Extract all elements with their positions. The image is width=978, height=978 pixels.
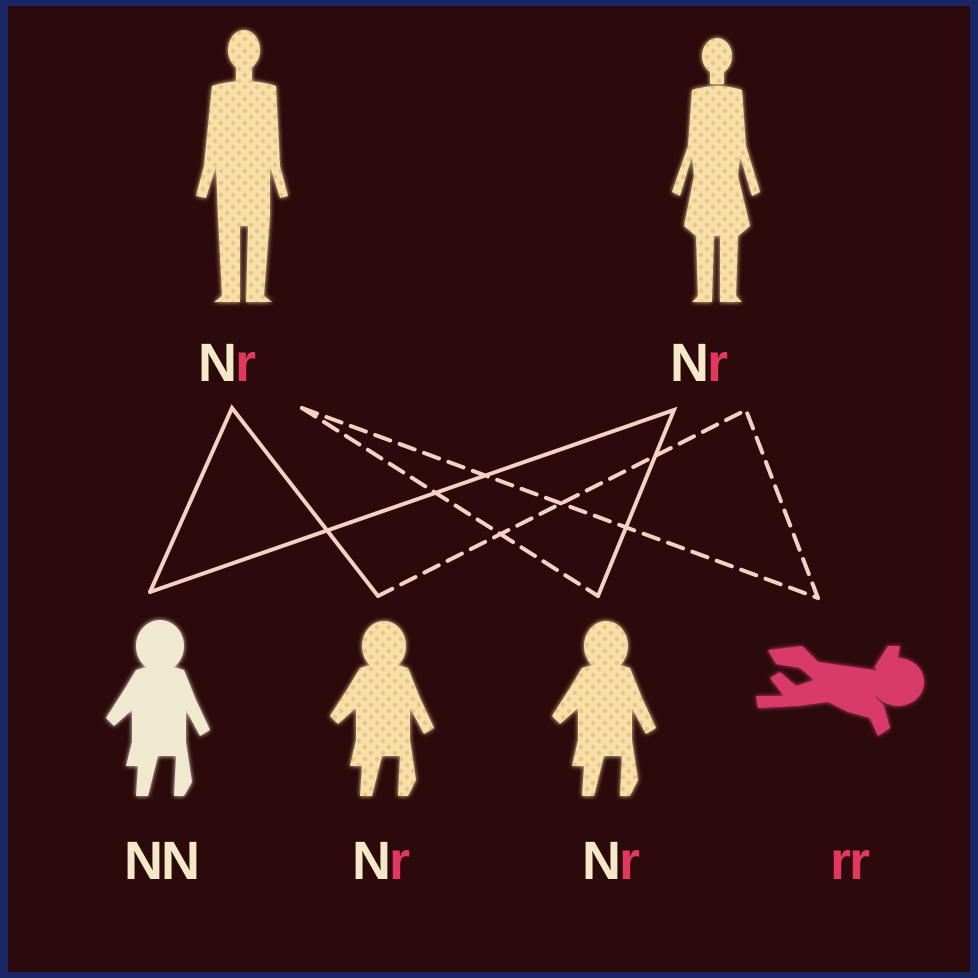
father-allele-1: N: [198, 333, 237, 393]
child-3-genotype-label: Nr: [582, 831, 640, 891]
child-3-allele-2: r: [619, 831, 640, 891]
inheritance-diagram: [106, 30, 924, 796]
mother-allele-1: N: [670, 333, 709, 393]
child-4-genotype-label: rr: [830, 831, 870, 891]
mother-allele-2: r: [707, 333, 728, 393]
child-2-genotype-label: Nr: [352, 831, 410, 891]
child-figure-icon-2: [330, 621, 434, 796]
affected-child-figure-icon: [756, 646, 924, 736]
dashed-line-1: [300, 406, 600, 598]
child-3-allele-1: N: [582, 831, 621, 891]
father-allele-2: r: [235, 333, 256, 393]
inheritance-lines: [148, 404, 820, 600]
father-genotype-label: Nr: [198, 333, 256, 393]
diagram-frame: Nr Nr NN Nr Nr rr: [8, 6, 970, 972]
child-2-allele-2: r: [389, 831, 410, 891]
child-figure-icon-1: [106, 620, 210, 796]
child-4-allele-1: r: [830, 831, 851, 891]
mother-figure-icon: [672, 38, 760, 302]
dashed-lines: [300, 406, 820, 600]
child-1-genotype-label: NN: [124, 831, 200, 891]
solid-line-1: [148, 404, 380, 598]
dashed-line-3: [376, 407, 820, 600]
solid-lines: [148, 404, 678, 598]
child-figure-icon-3: [552, 621, 656, 796]
dashed-line-2: [300, 406, 820, 600]
child-2-allele-1: N: [352, 831, 391, 891]
child-4-allele-2: r: [849, 831, 870, 891]
child-1-allele-2: N: [161, 831, 200, 891]
child-1-allele-1: N: [124, 831, 163, 891]
mother-genotype-label: Nr: [670, 333, 728, 393]
father-figure-icon: [196, 30, 288, 302]
solid-line-2: [148, 406, 678, 598]
